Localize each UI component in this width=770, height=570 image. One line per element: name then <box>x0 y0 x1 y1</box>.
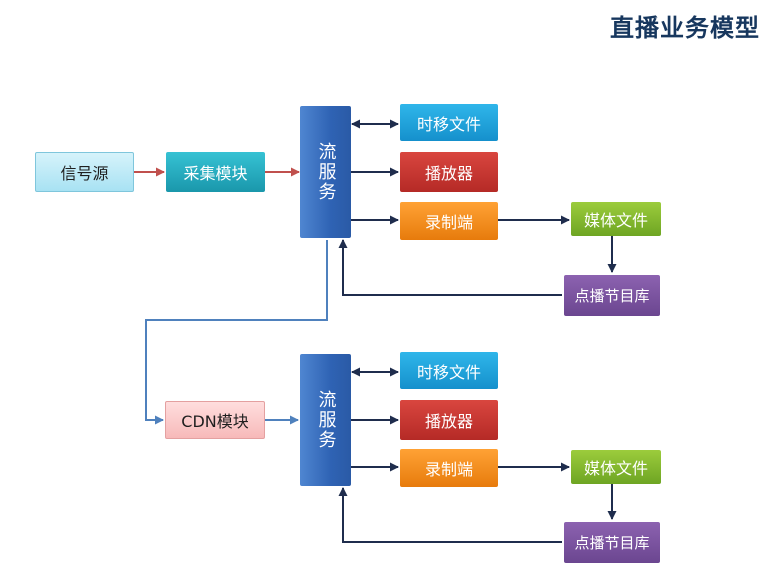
timeshift-file-top-box: 时移文件 <box>400 104 498 141</box>
stream-service-top-box: 流服务 <box>300 106 351 238</box>
timeshift-file-bottom-box: 时移文件 <box>400 352 498 389</box>
recorder-top-box: 录制端 <box>400 202 498 240</box>
player-bottom-box: 播放器 <box>400 400 498 440</box>
player-top-box: 播放器 <box>400 152 498 192</box>
media-file-top-box: 媒体文件 <box>571 202 661 236</box>
recorder-bottom-box: 录制端 <box>400 449 498 487</box>
arrow-vod-to-stream-bottom <box>338 487 562 543</box>
signal-source-box: 信号源 <box>35 152 134 192</box>
page-title: 直播业务模型 <box>610 14 760 42</box>
vod-library-top-box: 点播节目库 <box>564 275 660 316</box>
arrow-vod-to-stream-top <box>338 239 562 296</box>
collector-module-box: 采集模块 <box>166 152 265 192</box>
cdn-module-box: CDN模块 <box>165 401 265 439</box>
stream-service-bottom-box: 流服务 <box>300 354 351 486</box>
media-file-bottom-box: 媒体文件 <box>571 450 661 484</box>
vod-library-bottom-box: 点播节目库 <box>564 522 660 563</box>
arrow-stream-to-cdn <box>145 240 328 425</box>
